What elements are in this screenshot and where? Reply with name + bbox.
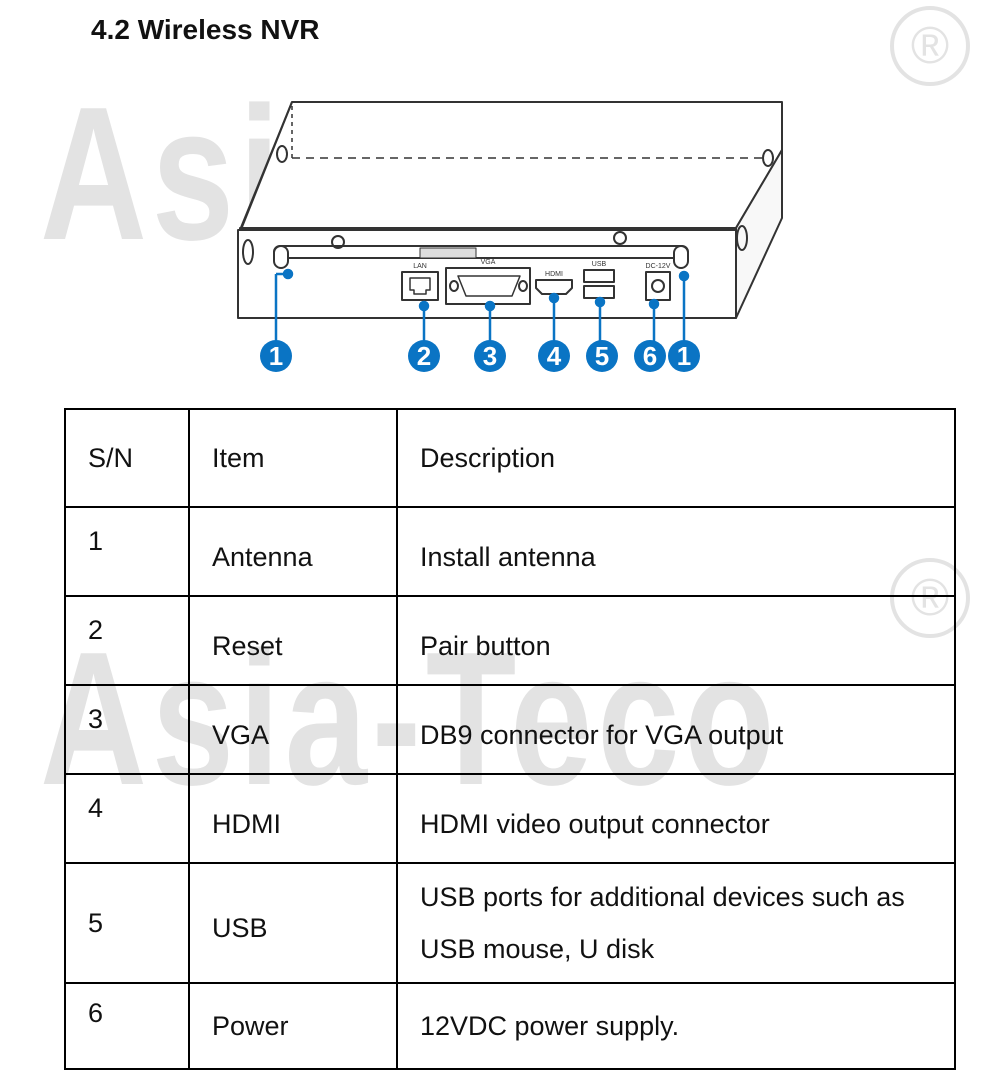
hdmi-port-label: HDMI [545, 271, 563, 278]
cell-item: USB [188, 862, 398, 984]
cell-item: Antenna [188, 506, 398, 597]
cell-sn: 6 [64, 982, 190, 1070]
usb-port-label: USB [592, 261, 607, 268]
callout-3: 3 [483, 341, 497, 371]
cell-item: VGA [188, 684, 398, 775]
nvr-rear-panel-diagram: LAN VGA HDMI USB DC-12V 1 2 3 4 5 6 [237, 101, 783, 372]
cell-description: 12VDC power supply. [396, 982, 956, 1070]
table-row: 4 HDMI HDMI video output connector [64, 773, 956, 864]
cell-sn: 1 [64, 506, 190, 597]
table-row: 1 Antenna Install antenna [64, 506, 956, 597]
cell-description: USB ports for additional devices such as… [396, 862, 956, 984]
vga-port-label: VGA [481, 259, 496, 266]
header-item: Item [188, 408, 398, 508]
header-description: Description [396, 408, 956, 508]
cell-item: Power [188, 982, 398, 1070]
dc-port-label: DC-12V [646, 263, 671, 270]
callout-1: 1 [269, 341, 283, 371]
cell-description: Install antenna [396, 506, 956, 597]
callout-4: 4 [547, 341, 562, 371]
lan-port-label: LAN [413, 263, 427, 270]
table-row: 2 Reset Pair button [64, 595, 956, 686]
table-row: 3 VGA DB9 connector for VGA output [64, 684, 956, 775]
section-title: 4.2 Wireless NVR [91, 14, 320, 45]
cell-sn: 3 [64, 684, 190, 775]
cell-sn: 2 [64, 595, 190, 686]
spec-table: S/N Item Description 1 Antenna Install a… [64, 408, 956, 1070]
table-header-row: S/N Item Description [64, 408, 956, 508]
cell-sn: 4 [64, 773, 190, 864]
header-sn: S/N [64, 408, 190, 508]
cell-sn: 5 [64, 862, 190, 984]
callout-6: 6 [643, 341, 657, 371]
cell-item: Reset [188, 595, 398, 686]
table-row: 5 USB USB ports for additional devices s… [64, 862, 956, 984]
table-row: 6 Power 12VDC power supply. [64, 982, 956, 1070]
cell-description: DB9 connector for VGA output [396, 684, 956, 775]
cell-item: HDMI [188, 773, 398, 864]
callout-5: 5 [595, 341, 609, 371]
callout-2: 2 [417, 341, 431, 371]
registered-mark: ® [890, 6, 970, 86]
cell-description: Pair button [396, 595, 956, 686]
callout-1b: 1 [677, 341, 691, 371]
cell-description: HDMI video output connector [396, 773, 956, 864]
